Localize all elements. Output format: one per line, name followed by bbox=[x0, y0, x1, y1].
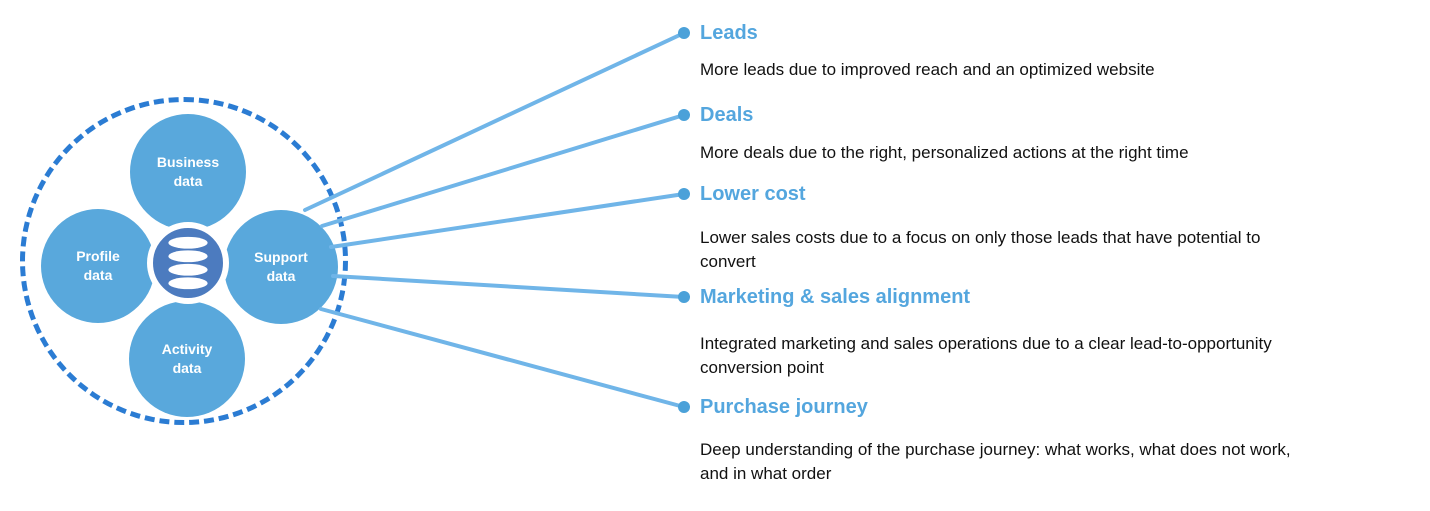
benefit-title-journey: Purchase journey bbox=[700, 396, 868, 418]
benefit-desc-leads: More leads due to improved reach and an … bbox=[700, 60, 1155, 79]
benefit-desc-alignment: Integrated marketing and sales operation… bbox=[700, 334, 1272, 377]
benefit-desc-lower-cost: Lower sales costs due to a focus on only… bbox=[700, 228, 1261, 271]
petal-business-data: Business data bbox=[130, 114, 246, 230]
bullet-dot-leads bbox=[678, 27, 690, 39]
petal-profile-data-label: Profile data bbox=[76, 248, 120, 283]
connector-line-leads bbox=[303, 31, 686, 212]
petal-profile-data: Profile data bbox=[41, 209, 155, 323]
connector-line-deals bbox=[320, 113, 686, 228]
petal-support-data: Support data bbox=[224, 210, 338, 324]
benefit-title-deals: Deals bbox=[700, 104, 754, 126]
database-icon bbox=[168, 236, 208, 290]
petal-business-data-label: Business data bbox=[156, 154, 220, 189]
petal-support-data-label: Support data bbox=[254, 249, 308, 284]
bullet-dot-lower-cost bbox=[678, 188, 690, 200]
connector-line-alignment bbox=[331, 274, 686, 299]
benefit-title-alignment: Marketing & sales alignment bbox=[700, 286, 971, 308]
dashed-boundary-circle bbox=[20, 97, 348, 425]
petal-activity-data-label: Activity data bbox=[161, 341, 213, 376]
connector-line-journey bbox=[319, 307, 686, 409]
bullet-dot-alignment bbox=[678, 291, 690, 303]
benefit-desc-journey: Deep understanding of the purchase journ… bbox=[700, 440, 1291, 483]
bullet-dot-journey bbox=[678, 401, 690, 413]
benefit-desc-deals: More deals due to the right, personalize… bbox=[700, 143, 1189, 162]
bullet-dot-deals bbox=[678, 109, 690, 121]
benefit-title-leads: Leads bbox=[700, 22, 758, 44]
connector-line-lower-cost bbox=[329, 192, 686, 249]
central-data-hub bbox=[147, 222, 229, 304]
petal-activity-data: Activity data bbox=[129, 301, 245, 417]
benefit-title-lower-cost: Lower cost bbox=[700, 183, 806, 205]
